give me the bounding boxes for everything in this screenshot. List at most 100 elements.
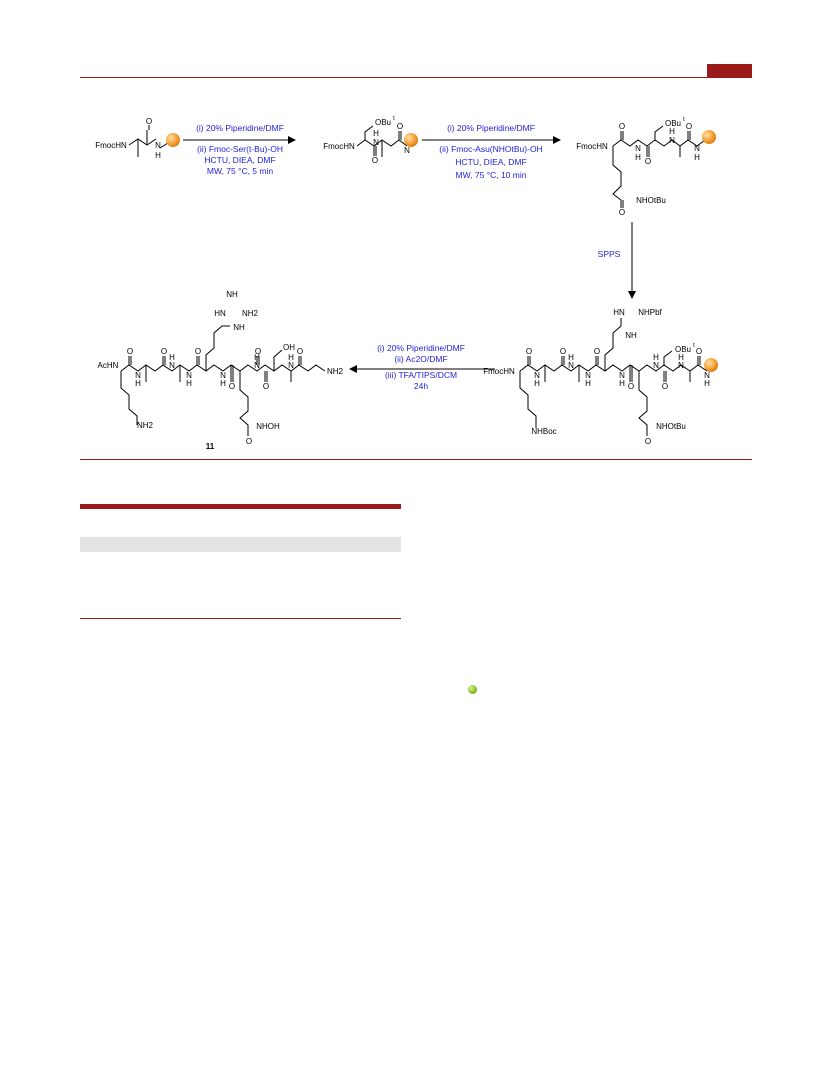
label-n: N xyxy=(653,361,659,370)
label-o: O xyxy=(397,122,403,131)
label-o: O xyxy=(229,382,235,391)
label-h: H xyxy=(653,353,659,362)
step1-reagent-i: (i) 20% Piperidine/DMF xyxy=(196,123,284,133)
label-o: O xyxy=(560,347,566,356)
label-n: N xyxy=(568,361,574,370)
section-subheader-bar xyxy=(80,537,401,552)
label-n: N xyxy=(678,361,684,370)
label-o: O xyxy=(372,156,378,165)
label-h: H xyxy=(220,379,226,388)
resin-bead-icon xyxy=(702,130,716,144)
label-o: O xyxy=(686,122,692,131)
step4-reagent-ii: (ii) Ac2O/DMF xyxy=(394,354,447,364)
label-o: O xyxy=(662,382,668,391)
label-obu: OBu xyxy=(675,345,691,354)
label-n: N xyxy=(404,146,410,155)
green-bullet-icon xyxy=(468,685,477,694)
label-nh2: NH2 xyxy=(137,421,154,430)
label-o: O xyxy=(195,347,201,356)
label-h: H xyxy=(534,379,540,388)
label-fmochn: FmocHN xyxy=(576,142,608,151)
label-o: O xyxy=(594,347,600,356)
label-o: O xyxy=(161,347,167,356)
label-nh2: NH2 xyxy=(327,367,344,376)
label-o: O xyxy=(645,437,651,446)
label-obu: OBu xyxy=(665,119,681,128)
step4-reagent-iv: 24h xyxy=(414,381,428,391)
resin-bead-icon xyxy=(704,358,718,372)
label-n: N xyxy=(669,136,675,145)
label-h: H xyxy=(619,379,625,388)
label-n: N xyxy=(135,371,141,380)
label-n: N xyxy=(635,144,641,153)
label-oh: OH xyxy=(283,343,295,352)
label-o: O xyxy=(263,382,269,391)
label-fmochn: FmocHN xyxy=(95,141,127,150)
step1-reagent-iv: MW, 75 °C, 5 min xyxy=(207,166,273,176)
label-nhboc: NHBoc xyxy=(531,427,556,436)
label-h: H xyxy=(704,379,710,388)
label-nh2: NH2 xyxy=(242,309,259,318)
label-o: O xyxy=(246,437,252,446)
label-fmochn: FmocHN xyxy=(483,367,515,376)
label-obu-sup: t xyxy=(393,116,395,122)
label-o: O xyxy=(297,347,303,356)
label-nh: NH xyxy=(625,331,637,340)
label-hn: HN xyxy=(214,309,226,318)
label-hn: HN xyxy=(613,308,625,317)
label-o: O xyxy=(255,347,261,356)
label-h: H xyxy=(186,379,192,388)
label-obu-sup: t xyxy=(683,117,685,123)
step1-reagent-iii: HCTU, DIEA, DMF xyxy=(204,155,275,165)
header-rule xyxy=(80,77,752,78)
label-o: O xyxy=(146,117,152,126)
step2-reagent-i: (i) 20% Piperidine/DMF xyxy=(447,123,535,133)
label-n: N xyxy=(619,371,625,380)
scheme-bottom-rule xyxy=(80,459,752,460)
label-h: H xyxy=(169,353,175,362)
label-o: O xyxy=(526,347,532,356)
synthesis-scheme: (i) 20% Piperidine/DMF (ii) Fmoc-Ser(t-B… xyxy=(95,116,718,451)
step2-reagent-ii: (ii) Fmoc-Asu(NHOtBu)-OH xyxy=(439,144,542,154)
label-h: H xyxy=(135,379,141,388)
label-h: H xyxy=(373,129,379,138)
resin-bead-icon xyxy=(166,133,180,147)
label-n: N xyxy=(585,371,591,380)
label-o: O xyxy=(696,347,702,356)
label-h: H xyxy=(669,127,675,136)
header-page-tab xyxy=(707,64,752,77)
label-nh: NH xyxy=(226,290,238,299)
label-h: H xyxy=(694,153,700,162)
compound-number: 11 xyxy=(206,442,215,451)
label-n: N xyxy=(704,371,710,380)
label-nhoh: NHOH xyxy=(256,422,280,431)
label-n: N xyxy=(155,141,161,150)
section-bottom-rule xyxy=(80,618,401,619)
label-h: H xyxy=(568,353,574,362)
resin-bead-icon xyxy=(404,133,418,147)
step2-reagent-iii: HCTU, DIEA, DMF xyxy=(455,157,526,167)
label-n: N xyxy=(186,371,192,380)
label-obu: OBu xyxy=(375,118,391,127)
label-n: N xyxy=(169,361,175,370)
label-h: H xyxy=(678,353,684,362)
label-o: O xyxy=(645,157,651,166)
label-o: O xyxy=(619,122,625,131)
label-h: H xyxy=(585,379,591,388)
section-header-bar xyxy=(80,504,401,509)
label-n: N xyxy=(534,371,540,380)
step4-reagent-iii: (iii) TFA/TIPS/DCM xyxy=(385,370,457,380)
label-fmochn: FmocHN xyxy=(323,142,355,151)
label-o: O xyxy=(619,208,625,217)
step1-reagent-ii: (ii) Fmoc-Ser(t-Bu)-OH xyxy=(197,144,283,154)
label-n: N xyxy=(254,361,260,370)
label-achn: AcHN xyxy=(98,361,119,370)
label-nhotbu: NHOtBu xyxy=(636,196,666,205)
label-nh: NH xyxy=(233,323,245,332)
label-nhotbu: NHOtBu xyxy=(656,422,686,431)
label-o: O xyxy=(127,347,133,356)
label-n: N xyxy=(694,144,700,153)
label-n: N xyxy=(220,371,226,380)
label-h: H xyxy=(254,353,260,362)
label-h: H xyxy=(155,151,161,160)
